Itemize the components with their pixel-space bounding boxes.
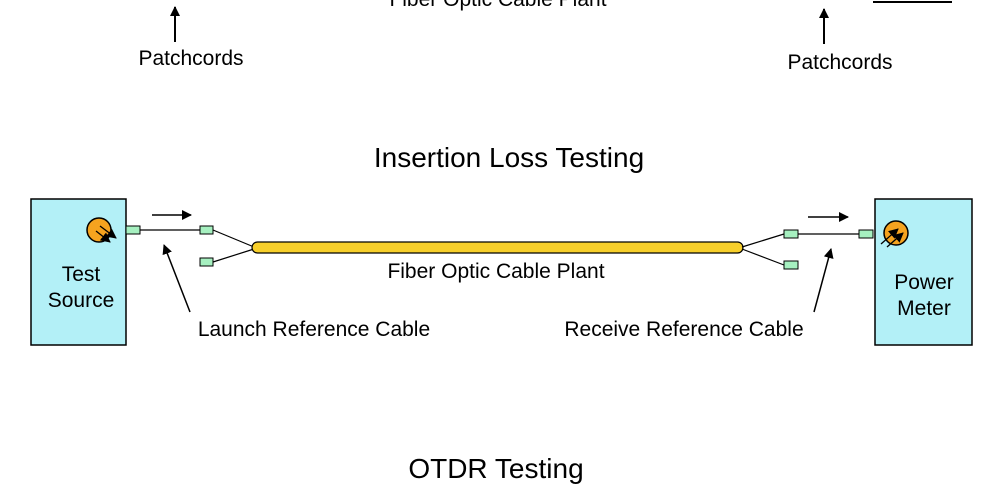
launch-callout-arrow (162, 244, 191, 313)
source-lens-icon (86, 217, 112, 243)
receive-callout-arrow (813, 248, 834, 313)
patchcords-left-label: Patchcords (138, 47, 243, 70)
top-plant-label: Fiber Optic Cable Plant (389, 0, 606, 11)
receive-connector-bottom (783, 260, 799, 270)
receive-connector-top (783, 229, 799, 239)
source-connector (125, 225, 141, 235)
launch-connector-top (199, 225, 214, 235)
otdr-title: OTDR Testing (408, 453, 583, 484)
power-meter-line1: Power (894, 271, 954, 294)
patchcords-right-label: Patchcords (787, 51, 892, 74)
plant-label: Fiber Optic Cable Plant (387, 260, 604, 283)
receive-label: Receive Reference Cable (564, 318, 803, 341)
meter-connector (858, 229, 874, 239)
launch-label: Launch Reference Cable (198, 318, 430, 341)
test-source-line1: Test (62, 263, 101, 286)
receive-splay-bottom (741, 248, 785, 266)
test-source-line2: Source (48, 289, 115, 312)
launch-splay-top (212, 229, 255, 248)
meter-receive-arrow-1 (880, 228, 899, 245)
meter-detector-icon (883, 220, 909, 246)
receive-splay-top (741, 233, 785, 248)
meter-receive-arrow-2 (886, 232, 904, 248)
launch-connector-bottom (199, 257, 214, 267)
power-meter-line2: Meter (897, 297, 951, 320)
launch-splay-bottom (212, 248, 255, 263)
source-emit-arrow-1 (99, 225, 117, 239)
test-source-box (30, 198, 127, 346)
insertion-title: Insertion Loss Testing (374, 142, 644, 173)
fiber-plant-cable (251, 241, 744, 254)
source-emit-arrow-2 (95, 230, 111, 243)
